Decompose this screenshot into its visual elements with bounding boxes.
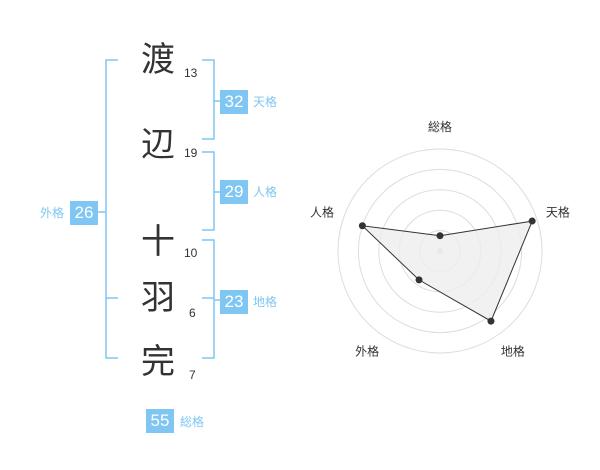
radar-axis-label-gaikaku: 外格 [355, 343, 379, 358]
name-char-3: 十 [141, 222, 175, 262]
gaikaku-value: 26 [70, 201, 98, 225]
radar-ring [337, 148, 543, 354]
radar-point [487, 317, 495, 325]
stroke-count-2: 19 [184, 146, 198, 160]
stroke-count-4: 6 [189, 306, 196, 320]
radar-axis-label-soukaku: 総格 [428, 119, 452, 134]
radar-point [358, 222, 366, 230]
radar-axis-label-jinkaku: 人格 [310, 205, 334, 220]
soukaku-value: 55 [146, 409, 174, 433]
name-char-5: 完 [141, 342, 175, 382]
chikaku-label: 地格 [253, 295, 278, 309]
stroke-count-3: 10 [184, 246, 198, 260]
radar-chart: 総格 天格 地格 外格 人格 [310, 119, 570, 358]
name-char-4: 羽 [141, 278, 175, 318]
stroke-count-1: 13 [184, 66, 198, 80]
radar-points [358, 217, 536, 325]
soukaku-label: 総格 [180, 415, 205, 429]
jinkaku-label: 人格 [253, 185, 278, 199]
name-char-2: 辺 [141, 125, 175, 165]
jinkaku-value: 29 [220, 180, 248, 204]
radar-ring [357, 168, 523, 334]
stroke-count-5: 7 [189, 368, 196, 382]
radar-point [436, 232, 444, 240]
gaikaku-label: 外格 [40, 206, 65, 220]
radar-point [415, 276, 423, 284]
tenkaku-value: 32 [220, 90, 248, 114]
radar-point [528, 217, 536, 225]
bracket-lines [92, 59, 220, 359]
tenkaku-label: 天格 [253, 95, 278, 109]
radar-axis-label-tenkaku: 天格 [546, 205, 570, 220]
radar-axis-label-chikaku: 地格 [501, 343, 525, 358]
name-char-1: 渡 [141, 40, 175, 80]
radar-shape [360, 220, 534, 322]
chikaku-value: 23 [220, 290, 248, 314]
